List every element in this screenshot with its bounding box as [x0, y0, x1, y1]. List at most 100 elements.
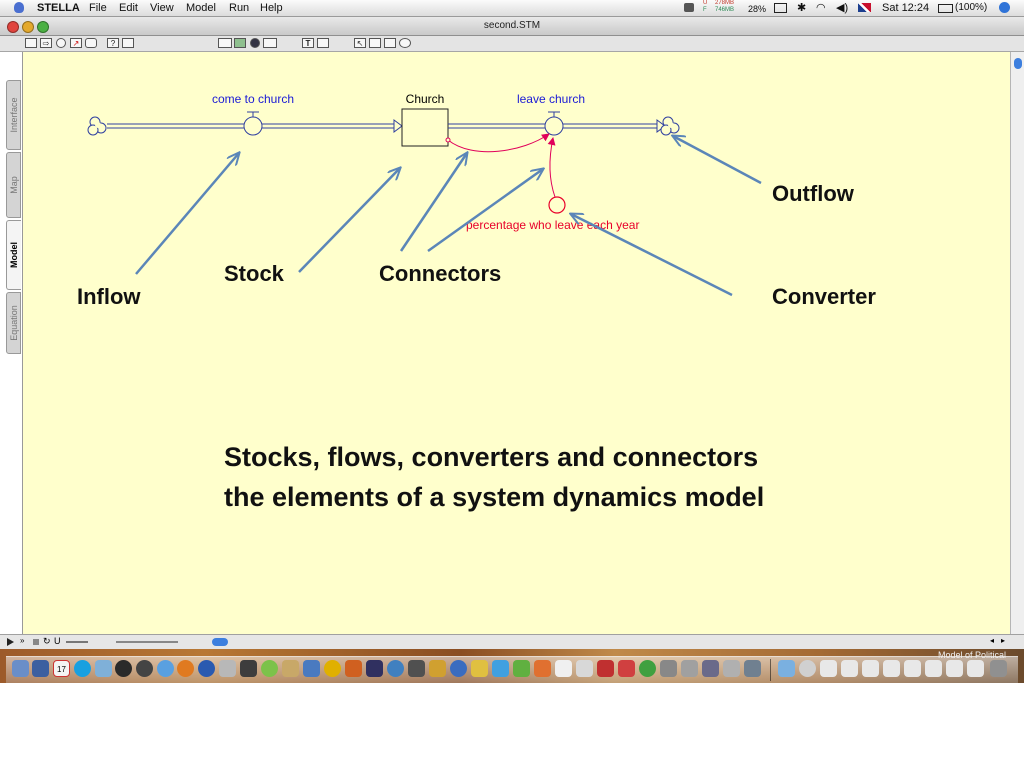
- document-icon[interactable]: [576, 660, 593, 677]
- archive-icon[interactable]: [723, 660, 740, 677]
- window-thumbnail-1[interactable]: [820, 660, 837, 677]
- utility-icon[interactable]: [660, 660, 677, 677]
- model-canvas[interactable]: come to church Church leave church perce…: [22, 52, 1011, 634]
- horizontal-scrollbar[interactable]: » ↻ U ◂ ▸: [0, 634, 1024, 649]
- scroll-left-arrow-icon[interactable]: ◂: [990, 636, 995, 645]
- terminal-icon[interactable]: [408, 660, 425, 677]
- word-icon[interactable]: [492, 660, 509, 677]
- dreamweaver-icon[interactable]: [261, 660, 278, 677]
- flag-icon[interactable]: [858, 3, 871, 12]
- powerpoint-icon[interactable]: [534, 660, 551, 677]
- mail-icon[interactable]: [32, 660, 49, 677]
- photo-icon[interactable]: [345, 660, 362, 677]
- folder-icon[interactable]: [778, 660, 795, 677]
- network-utility-icon[interactable]: [450, 660, 467, 677]
- pdf-icon[interactable]: [618, 660, 635, 677]
- reset-icon[interactable]: ↻: [43, 636, 51, 646]
- acrobat-icon[interactable]: [597, 660, 614, 677]
- app-menu[interactable]: STELLA: [37, 2, 80, 14]
- wifi-icon[interactable]: ◠: [816, 2, 826, 14]
- vertical-scroll-thumb[interactable]: [1014, 58, 1022, 69]
- minimize-icon[interactable]: [22, 21, 34, 33]
- zoom-icon[interactable]: [37, 21, 49, 33]
- itunes-icon[interactable]: [115, 660, 132, 677]
- zoom-slider-track-2[interactable]: [116, 641, 178, 643]
- script-icon[interactable]: [702, 660, 719, 677]
- decision-tool-icon[interactable]: [85, 38, 97, 48]
- sync-icon[interactable]: [639, 660, 656, 677]
- bluetooth-icon[interactable]: ✱: [797, 2, 807, 14]
- help-tool-icon[interactable]: ?: [107, 38, 119, 48]
- graph-tool-icon[interactable]: [218, 38, 232, 48]
- inflow-label[interactable]: come to church: [212, 92, 294, 106]
- vertical-scrollbar[interactable]: [1010, 52, 1024, 634]
- coin-icon[interactable]: [324, 660, 341, 677]
- volume-icon[interactable]: ◀): [836, 2, 849, 14]
- button-tool-icon[interactable]: [263, 38, 277, 48]
- window-thumbnail-8[interactable]: [967, 660, 984, 677]
- inflow-valve[interactable]: [243, 111, 263, 136]
- window-thumbnail-7[interactable]: [946, 660, 963, 677]
- stock-tool-icon[interactable]: [25, 38, 37, 48]
- trash-icon[interactable]: [990, 660, 1007, 677]
- numeric-display-icon[interactable]: [250, 38, 260, 48]
- connector-converter-to-outflow[interactable]: [547, 137, 556, 198]
- pointer-tool-icon[interactable]: ↖: [354, 38, 366, 48]
- tab-equation[interactable]: Equation: [6, 292, 21, 354]
- globe-icon[interactable]: [198, 660, 215, 677]
- stock-label[interactable]: Church: [406, 92, 445, 106]
- dashboard-icon[interactable]: [136, 660, 153, 677]
- stella-icon[interactable]: [471, 660, 488, 677]
- image-tool-icon[interactable]: [317, 38, 329, 48]
- stock-church[interactable]: [401, 108, 449, 147]
- calendar-icon[interactable]: 17: [53, 660, 70, 677]
- converter-circle[interactable]: [548, 196, 566, 214]
- firefox-icon[interactable]: [177, 660, 194, 677]
- menu-file[interactable]: File: [89, 2, 107, 14]
- fast-forward-icon[interactable]: »: [20, 636, 25, 645]
- display-icon[interactable]: [774, 3, 787, 13]
- tab-interface[interactable]: Interface: [6, 80, 21, 150]
- flow-tool-icon[interactable]: ⇨: [40, 38, 52, 48]
- dynamite-icon[interactable]: [384, 38, 396, 48]
- converter-label[interactable]: percentage who leave each year: [466, 218, 639, 232]
- tools-icon[interactable]: [681, 660, 698, 677]
- skype-icon[interactable]: [74, 660, 91, 677]
- connector-stock-to-outflow[interactable]: [447, 133, 550, 153]
- menu-model[interactable]: Model: [186, 2, 216, 14]
- vpn-icon[interactable]: [240, 660, 257, 677]
- search-icon[interactable]: [799, 660, 816, 677]
- imovie-icon[interactable]: [366, 660, 383, 677]
- window-thumbnail-3[interactable]: [862, 660, 879, 677]
- paintbrush-tool-icon[interactable]: [369, 38, 381, 48]
- itunes-music-icon[interactable]: [303, 660, 320, 677]
- menu-help[interactable]: Help: [260, 2, 283, 14]
- safari-icon[interactable]: [157, 660, 174, 677]
- table-tool-icon[interactable]: [234, 38, 246, 48]
- tab-map[interactable]: Map: [6, 152, 21, 218]
- battery-icon[interactable]: [938, 4, 953, 13]
- apple-menu-icon[interactable]: [14, 2, 24, 13]
- close-icon[interactable]: [7, 21, 19, 33]
- textedit-icon[interactable]: [555, 660, 572, 677]
- preview-icon[interactable]: [95, 660, 112, 677]
- window-thumbnail-4[interactable]: [883, 660, 900, 677]
- outflow-valve[interactable]: [544, 111, 564, 136]
- scroll-right-arrow-icon[interactable]: ▸: [1001, 636, 1006, 645]
- menu-edit[interactable]: Edit: [119, 2, 138, 14]
- system-icon[interactable]: [387, 660, 404, 677]
- connector-tool-icon[interactable]: ↗: [70, 38, 82, 48]
- binoculars-icon[interactable]: [684, 3, 694, 12]
- window-thumbnail-6[interactable]: [925, 660, 942, 677]
- menu-view[interactable]: View: [150, 2, 174, 14]
- dynamite-tool-icon[interactable]: [122, 38, 134, 48]
- run-play-icon[interactable]: [7, 638, 14, 646]
- excel-icon[interactable]: [513, 660, 530, 677]
- remote-icon[interactable]: [744, 660, 761, 677]
- window-titlebar[interactable]: second.STM: [0, 17, 1024, 36]
- tab-model[interactable]: Model: [6, 220, 21, 290]
- window-thumbnail-2[interactable]: [841, 660, 858, 677]
- menu-run[interactable]: Run: [229, 2, 250, 14]
- clock[interactable]: Sat 12:24: [882, 2, 930, 14]
- zoom-slider-track[interactable]: [66, 641, 88, 643]
